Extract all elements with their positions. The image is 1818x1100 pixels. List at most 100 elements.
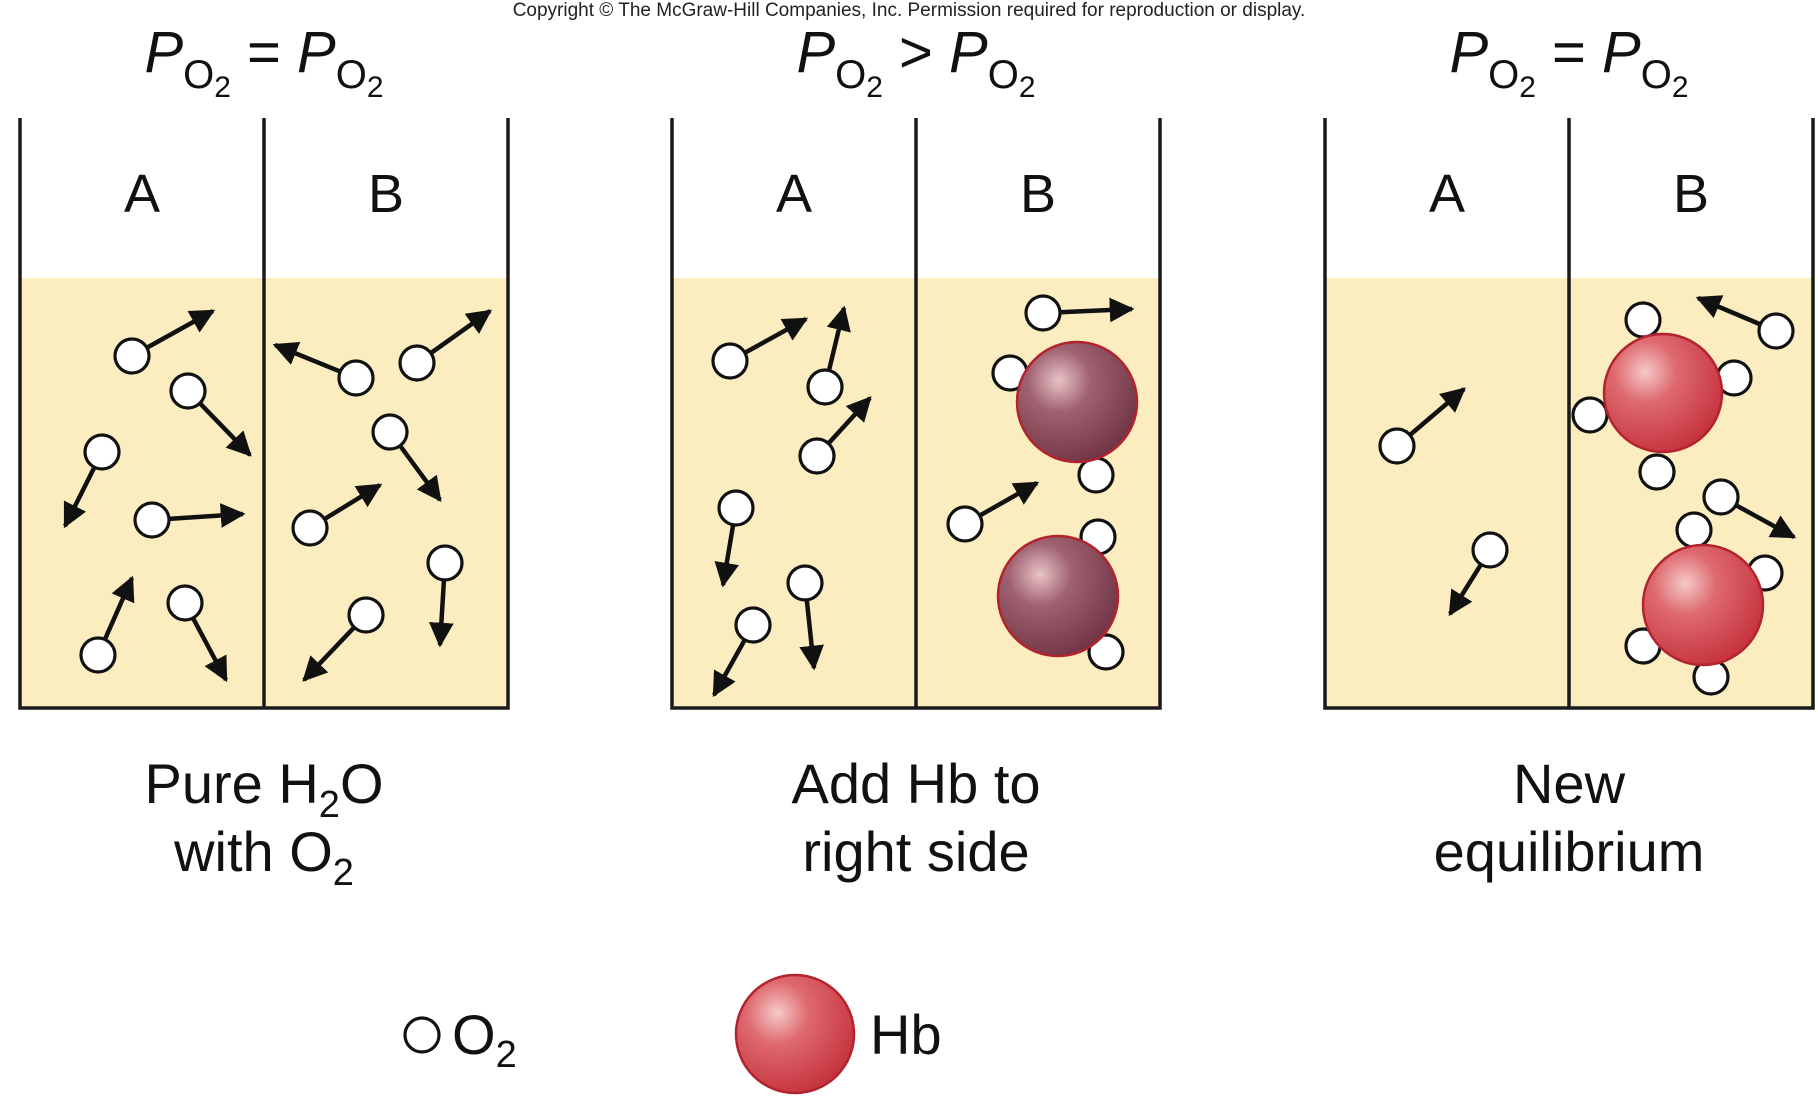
oxygen-molecule xyxy=(371,413,409,451)
heading-p: P xyxy=(1602,20,1641,85)
motion-arrow xyxy=(1734,503,1797,539)
caption-text: Pure H xyxy=(145,752,319,815)
oxygen-molecule xyxy=(1471,531,1509,569)
caption-text: equilibrium xyxy=(1434,820,1705,883)
motion-arrow xyxy=(1695,295,1762,327)
compartment-label-b: B xyxy=(1020,164,1056,224)
compartment-label-a: A xyxy=(1429,164,1465,224)
motion-arrow xyxy=(191,616,228,683)
motion-arrow xyxy=(398,444,442,502)
oxygen-with-motion xyxy=(1024,294,1135,332)
heading-subsub: 2 xyxy=(367,71,384,104)
legend-oxygen: O2 xyxy=(403,1003,517,1076)
oxygen-with-motion xyxy=(62,433,121,529)
caption-subscript: 2 xyxy=(333,852,354,894)
legend-hemoglobin: Hb xyxy=(734,973,942,1095)
hemoglobin xyxy=(1571,301,1753,491)
motion-arrow xyxy=(826,305,851,371)
oxygen-with-motion xyxy=(714,489,755,588)
caption-text: with O xyxy=(173,820,333,883)
compartment-label-b: B xyxy=(368,164,404,224)
panel-caption-line: Add Hb to xyxy=(791,752,1040,815)
oxygen-with-motion xyxy=(169,372,252,457)
oxygen-with-motion xyxy=(133,501,246,539)
heading-sub: O xyxy=(1641,53,1672,97)
hemoglobin xyxy=(991,340,1139,494)
motion-arrow xyxy=(102,575,135,641)
heading-operator: = xyxy=(231,20,297,85)
oxygen-molecule xyxy=(113,337,151,375)
oxygen-with-motion xyxy=(302,596,385,682)
oxygen-molecule xyxy=(166,584,204,622)
oxygen-with-motion xyxy=(798,396,872,475)
panel-caption-line: equilibrium xyxy=(1434,820,1705,883)
heading-p: P xyxy=(1449,20,1488,85)
caption-subscript: 2 xyxy=(319,784,340,826)
oxygen-molecule xyxy=(426,544,464,582)
motion-arrow xyxy=(1408,387,1466,437)
oxygen-molecule xyxy=(133,501,171,539)
motion-arrow xyxy=(1448,563,1483,617)
panel-caption-line: Pure H2O xyxy=(145,752,384,826)
copyright-notice: Copyright © The McGraw-Hill Companies, I… xyxy=(512,0,1306,21)
oxygen-with-motion xyxy=(712,606,772,698)
motion-arrow xyxy=(62,466,97,529)
oxygen-molecule xyxy=(734,606,772,644)
oxygen-with-motion xyxy=(371,413,442,502)
oxygen-molecule xyxy=(169,372,207,410)
motion-arrow xyxy=(145,309,216,350)
oxygen-molecule xyxy=(83,433,121,471)
heading-sub: O xyxy=(183,53,214,97)
oxygen-molecule xyxy=(291,509,329,547)
oxygen-with-motion xyxy=(1378,387,1466,465)
oxygen-with-motion xyxy=(79,575,135,674)
oxygen-with-motion xyxy=(272,341,375,397)
motion-arrow xyxy=(978,481,1040,518)
motion-arrow xyxy=(826,396,872,445)
oxygen-molecule xyxy=(398,344,436,382)
panel-caption-line: New xyxy=(1513,752,1626,815)
caption-text: New xyxy=(1513,752,1626,815)
motion-arrow xyxy=(198,401,252,457)
oxygen-molecule xyxy=(1702,478,1740,516)
heading-operator: > xyxy=(883,20,949,85)
panel-caption-line: right side xyxy=(802,820,1029,883)
heading-sub: O xyxy=(336,53,367,97)
legend-hemoglobin-symbol xyxy=(734,973,856,1095)
legend-oxygen-label: O2 xyxy=(452,1003,517,1076)
heading-operator: = xyxy=(1536,20,1602,85)
hemoglobin-molecule xyxy=(1641,543,1765,667)
oxygen-molecule xyxy=(806,368,844,406)
caption-text: right side xyxy=(802,820,1029,883)
compartment-label-a: A xyxy=(124,164,160,224)
oxygen-molecule xyxy=(1024,294,1062,332)
motion-arrow xyxy=(799,599,824,671)
oxygen-with-motion xyxy=(711,317,809,380)
heading-p: P xyxy=(949,20,988,85)
oxygen-with-motion xyxy=(291,483,383,547)
oxygen-with-motion xyxy=(398,309,493,382)
bound-oxygen-molecule xyxy=(1077,456,1115,494)
motion-arrow xyxy=(323,483,383,522)
motion-arrow xyxy=(429,579,454,648)
heading-sub: O xyxy=(1488,53,1519,97)
hemoglobin-molecule xyxy=(1015,340,1139,464)
compartment-label-a: A xyxy=(776,164,812,224)
compartment-label-b: B xyxy=(1673,164,1709,224)
motion-arrow xyxy=(429,309,493,355)
oxygen-molecule xyxy=(347,596,385,634)
oxygen-with-motion xyxy=(426,544,464,648)
heading-subsub: 2 xyxy=(1672,71,1689,104)
legend-hemoglobin-label: Hb xyxy=(870,1003,942,1066)
motion-arrow xyxy=(302,625,356,682)
heading-sub: O xyxy=(835,53,866,97)
heading-subsub: 2 xyxy=(1519,71,1536,104)
motion-arrow xyxy=(272,341,342,374)
oxygen-molecule xyxy=(786,564,824,602)
oxygen-with-motion xyxy=(946,481,1040,543)
oxygen-with-motion xyxy=(113,309,216,375)
